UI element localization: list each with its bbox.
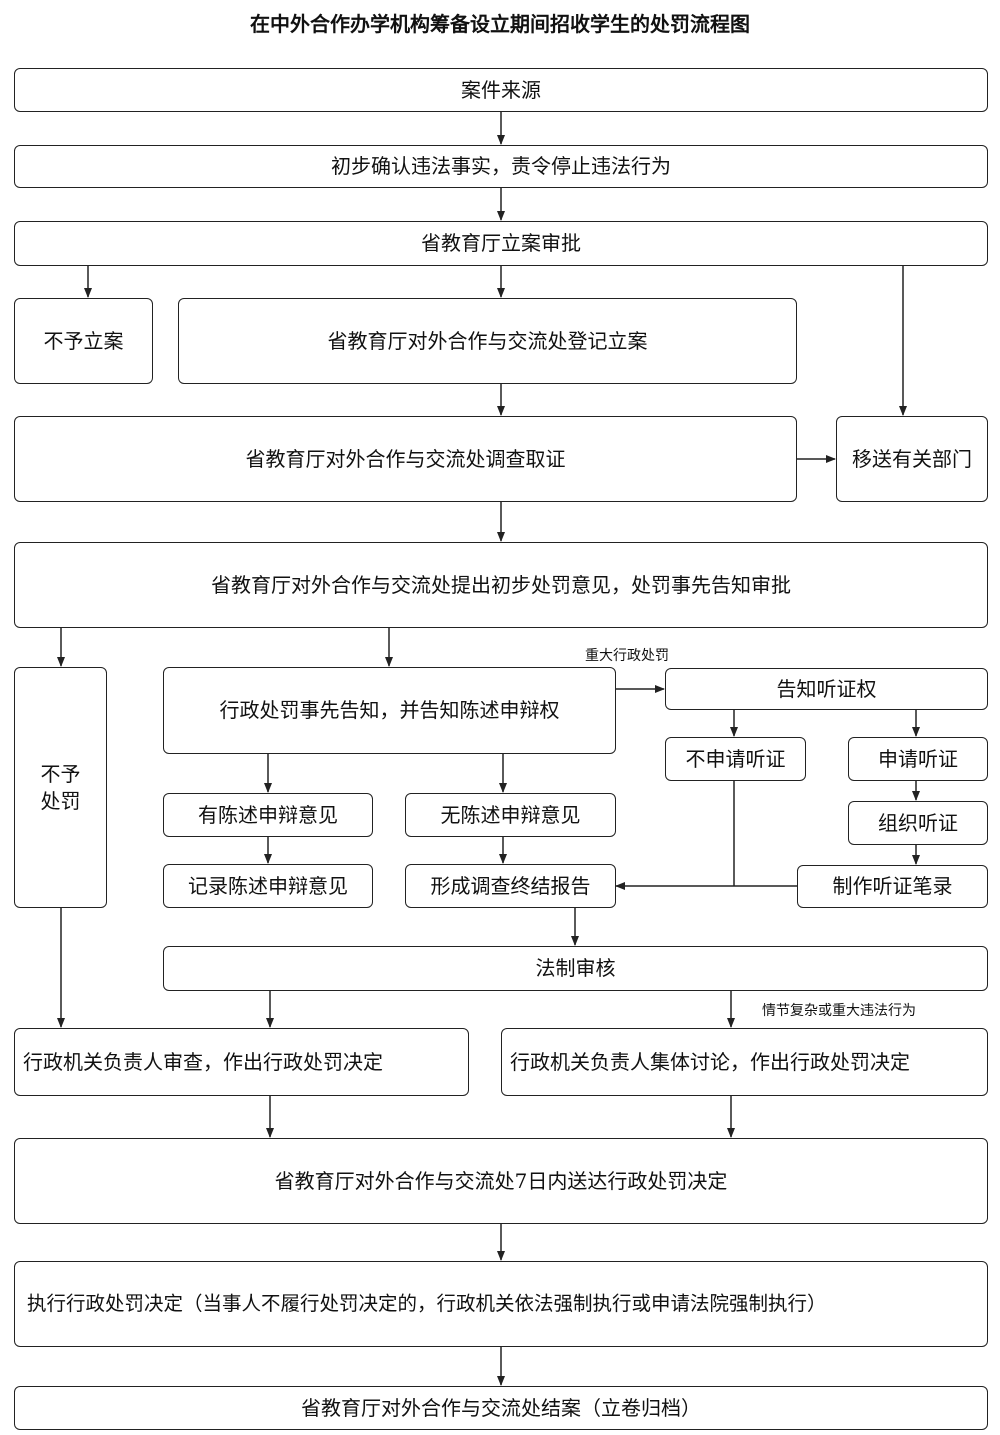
node-record-statement: 记录陈述申辩意见: [163, 864, 373, 908]
node-preliminary-confirm: 初步确认违法事实，责令停止违法行为: [14, 145, 988, 188]
node-hearing-record: 制作听证笔录: [797, 865, 988, 908]
note-complex-case: 情节复杂或重大违法行为: [762, 1003, 916, 1019]
node-transfer: 移送有关部门: [836, 416, 988, 502]
node-legal-review: 法制审核: [163, 946, 988, 991]
node-notify-hearing: 告知听证权: [665, 668, 988, 710]
node-delivery: 省教育厅对外合作与交流处7日内送达行政处罚决定: [14, 1138, 988, 1224]
node-no-statement: 无陈述申辩意见: [405, 793, 616, 837]
node-close-case: 省教育厅对外合作与交流处结案（立卷归档）: [14, 1386, 988, 1430]
node-preliminary-opinion: 省教育厅对外合作与交流处提出初步处罚意见，处罚事先告知审批: [14, 542, 988, 628]
node-head-decision: 行政机关负责人审查，作出行政处罚决定: [14, 1028, 469, 1096]
node-no-filing: 不予立案: [14, 298, 153, 384]
node-no-hearing-request: 不申请听证: [665, 737, 806, 781]
node-collective-decision: 行政机关负责人集体讨论，作出行政处罚决定: [501, 1028, 988, 1096]
node-organize-hearing: 组织听证: [848, 801, 988, 845]
node-has-statement: 有陈述申辩意见: [163, 793, 373, 837]
node-final-report: 形成调查终结报告: [405, 864, 616, 908]
node-prior-notice: 行政处罚事先告知，并告知陈述申辩权: [163, 667, 616, 754]
node-hearing-request: 申请听证: [848, 737, 988, 781]
note-major-penalty: 重大行政处罚: [585, 648, 669, 664]
node-register-case: 省教育厅对外合作与交流处登记立案: [178, 298, 797, 384]
node-case-source: 案件来源: [14, 68, 988, 112]
node-investigate: 省教育厅对外合作与交流处调查取证: [14, 416, 797, 502]
node-no-penalty: 不予处罚: [14, 667, 107, 908]
diagram-title: 在中外合作办学机构筹备设立期间招收学生的处罚流程图: [250, 12, 750, 36]
node-execute: 执行行政处罚决定（当事人不履行处罚决定的，行政机关依法强制执行或申请法院强制执行…: [14, 1261, 988, 1347]
node-filing-approval: 省教育厅立案审批: [14, 221, 988, 266]
